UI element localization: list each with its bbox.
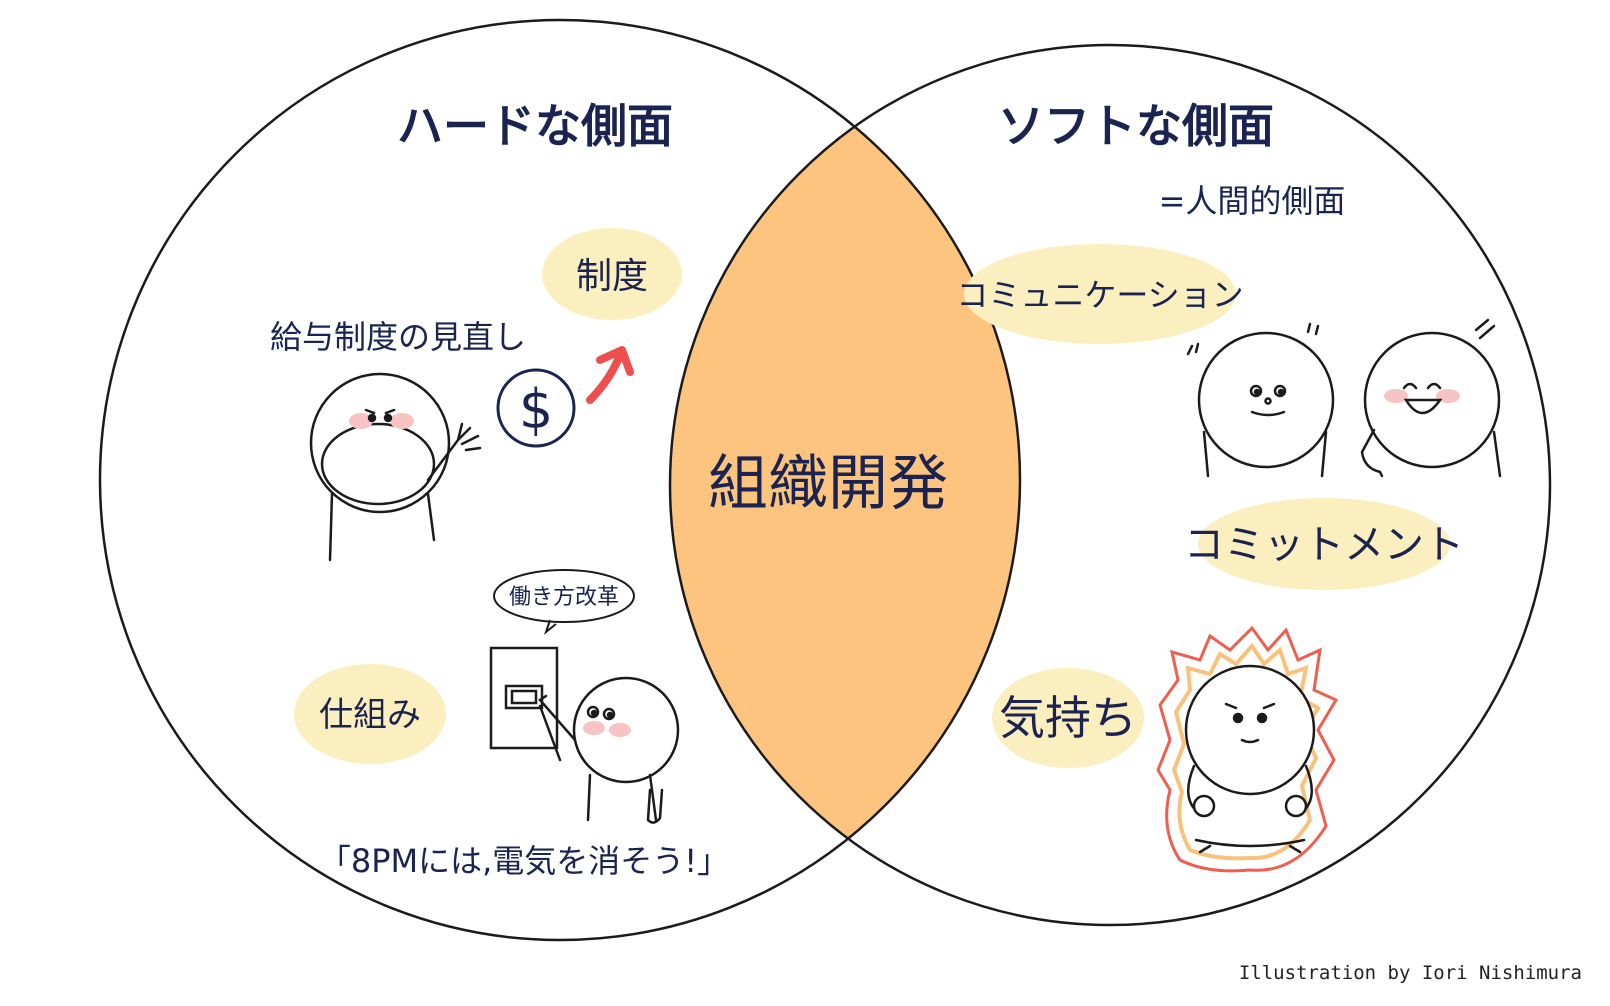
right-circle — [668, 43, 1552, 927]
tag-shikumi: 仕組み — [294, 664, 446, 764]
tag-feeling: 気持ち — [992, 668, 1144, 768]
svg-text:制度: 制度 — [576, 256, 648, 297]
tag-communication: コミュニケーション — [956, 244, 1244, 344]
left-circle — [98, 18, 1022, 942]
svg-text:仕組み: 仕組み — [319, 695, 421, 735]
up-arrow-icon — [586, 346, 634, 404]
left-title: ハードな側面 — [397, 99, 673, 153]
speech-bubble: 働き方改革 — [493, 569, 635, 635]
right-title: ソフトな側面 — [998, 99, 1274, 153]
svg-text:$: $ — [519, 378, 553, 441]
tag-commitment: コミットメント — [1184, 498, 1464, 590]
light-switch-icon — [489, 646, 559, 750]
svg-text:コミュニケーション: コミュニケーション — [956, 276, 1243, 314]
svg-text:気持ち: 気持ち — [999, 691, 1137, 745]
salary-review-label: 給与制度の見直し — [270, 318, 526, 356]
center-label: 組織開発 — [708, 449, 948, 519]
characters-chatting — [1186, 318, 1502, 478]
character-salary — [309, 372, 482, 562]
dollar-coin-icon: $ — [496, 368, 576, 448]
right-subtitle: =人間的側面 — [1159, 182, 1346, 220]
character-fired-up — [1184, 664, 1316, 854]
svg-text:働き方改革: 働き方改革 — [509, 585, 619, 610]
quote-text: 「8PMには,電気を消そう!」 — [319, 842, 729, 880]
character-switch — [538, 676, 680, 824]
svg-text:コミットメント: コミットメント — [1184, 522, 1464, 568]
overlap-region — [670, 45, 1020, 925]
tag-seido: 制度 — [542, 228, 682, 320]
illustration-credit: Illustration by Iori Nishimura — [1238, 962, 1582, 984]
